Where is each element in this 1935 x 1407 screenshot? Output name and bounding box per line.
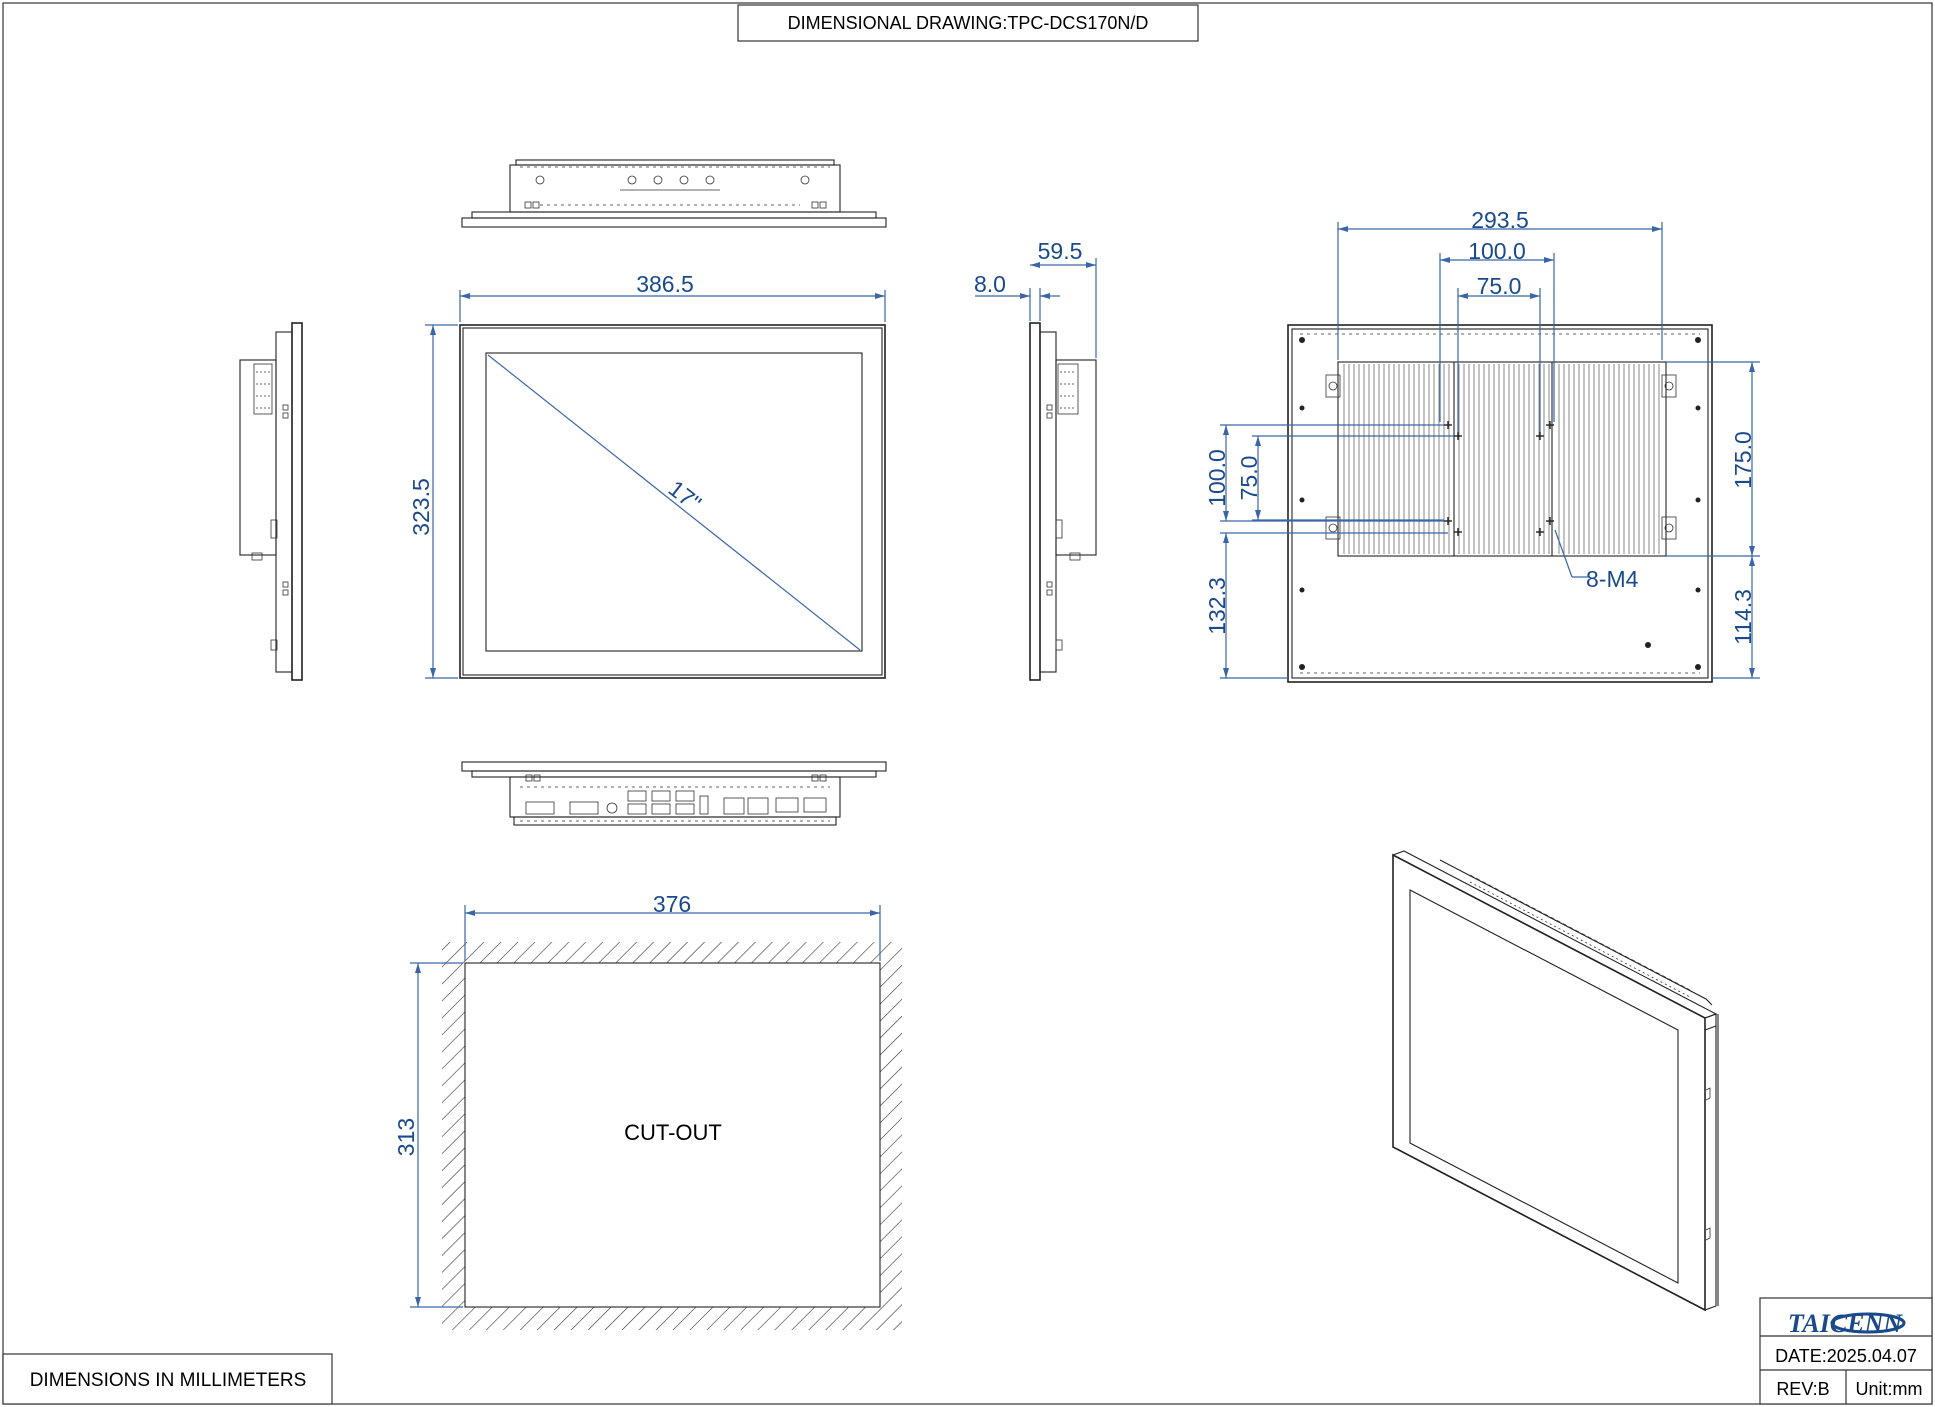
drawing-title: DIMENSIONAL DRAWING:TPC-DCS170N/D xyxy=(788,13,1149,33)
front-width-label: 386.5 xyxy=(636,271,694,297)
cutout-view: CUT-OUT xyxy=(442,942,902,1330)
company-logo: TAICENN xyxy=(1788,1309,1906,1338)
diagonal-label: 17" xyxy=(664,475,707,516)
vertical-75-dimension: 75.0 xyxy=(1236,435,1454,521)
screw-callout: 8-M4 xyxy=(1554,529,1639,592)
top-view xyxy=(461,159,887,228)
left-side-view xyxy=(239,322,303,681)
rev-text: REV:B xyxy=(1776,1379,1829,1399)
vesa-75-dimension: 75.0 xyxy=(1457,273,1541,432)
title-block: TAICENN DATE:2025.04.07 REV:B Unit:mm xyxy=(1759,1297,1933,1405)
vertical-175-label: 175.0 xyxy=(1730,431,1756,489)
cutout-width-label: 376 xyxy=(653,891,691,917)
cutout-height-label: 313 xyxy=(393,1118,419,1156)
cutout-height-dimension: 313 xyxy=(393,962,463,1308)
vertical-114-label: 114.3 xyxy=(1730,589,1756,645)
vertical-132-dimension: 132.3 xyxy=(1204,532,1448,679)
vesa-100-label: 100.0 xyxy=(1468,238,1526,264)
footer-note-box: DIMENSIONS IN MILLIMETERS xyxy=(2,1353,333,1405)
cutout-width-dimension: 376 xyxy=(464,891,881,961)
screw-marks xyxy=(1444,421,1554,536)
vesa-75-label: 75.0 xyxy=(1477,273,1522,299)
date-text: DATE:2025.04.07 xyxy=(1775,1346,1917,1366)
front-view: 17" xyxy=(459,324,886,679)
unit-text: Unit:mm xyxy=(1856,1379,1923,1399)
side-thickness-dimension: 8.0 xyxy=(974,271,1060,321)
front-height-label: 323.5 xyxy=(408,478,434,536)
side-depth-dimension: 59.5 xyxy=(1030,238,1097,358)
rear-width-dimension: 293.5 xyxy=(1337,207,1663,360)
footer-note: DIMENSIONS IN MILLIMETERS xyxy=(30,1370,307,1391)
diagonal-line xyxy=(487,354,861,651)
vesa-100-dimension: 100.0 xyxy=(1439,238,1555,422)
cutout-text: CUT-OUT xyxy=(624,1120,722,1145)
vertical-132-label: 132.3 xyxy=(1204,577,1230,635)
screw-callout-label: 8-M4 xyxy=(1586,566,1639,592)
front-width-dimension: 386.5 xyxy=(459,271,886,322)
right-side-view xyxy=(1029,322,1097,681)
vertical-100-dimension: 100.0 xyxy=(1204,424,1444,522)
isometric-view xyxy=(1392,850,1719,1312)
logo-text: TAICENN xyxy=(1788,1309,1903,1338)
vertical-175-dimension: 175.0 xyxy=(1666,361,1760,557)
side-depth-label: 59.5 xyxy=(1038,238,1083,264)
rear-width-label: 293.5 xyxy=(1471,207,1529,233)
rear-view xyxy=(1287,324,1713,683)
side-thickness-label: 8.0 xyxy=(974,271,1006,297)
bottom-view xyxy=(461,761,887,826)
vertical-114-dimension: 114.3 xyxy=(1712,556,1760,679)
vertical-100-label: 100.0 xyxy=(1204,449,1230,507)
title-box: DIMENSIONAL DRAWING:TPC-DCS170N/D xyxy=(737,4,1199,42)
front-height-dimension: 323.5 xyxy=(408,324,458,679)
heatsink-fins xyxy=(1343,364,1660,554)
vertical-75-label: 75.0 xyxy=(1236,456,1262,501)
